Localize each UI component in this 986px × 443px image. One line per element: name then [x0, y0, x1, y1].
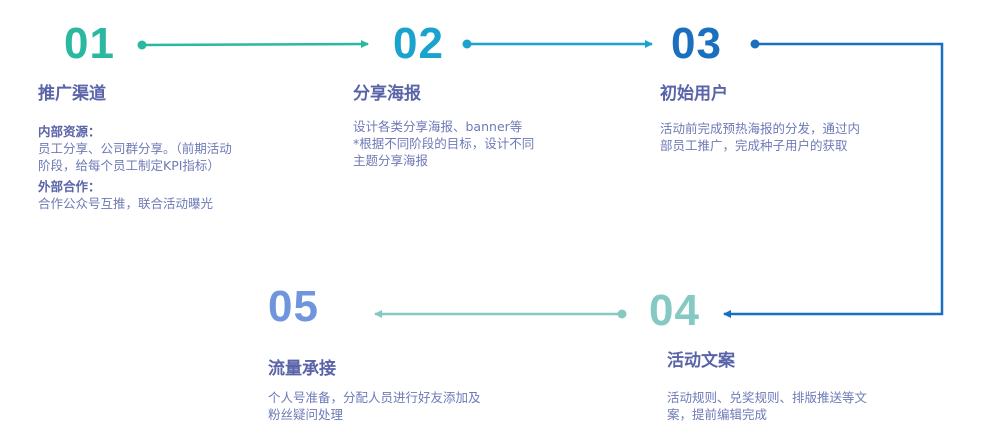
step-01-line-2: 阶段，给每个员工制定KPI指标）: [38, 158, 220, 173]
step-01-description: 内部资源： 员工分享、公司群分享。（前期活动 阶段，给每个员工制定KPI指标） …: [38, 123, 298, 212]
step-05-line-1: 个人号准备，分配人员进行好友添加及: [268, 390, 481, 405]
step-02-number: 02: [393, 19, 444, 68]
step-03-line-2: 部员工推广，完成种子用户的获取: [660, 138, 848, 153]
step-01-subheading-internal: 内部资源：: [38, 124, 101, 139]
step-02-title: 分享海报: [353, 84, 421, 104]
step-01-number: 01: [64, 19, 115, 68]
step-01-line-3: 合作公众号互推，联合活动曝光: [38, 196, 214, 211]
step-02-line-3: 主题分享海报: [353, 153, 429, 168]
step-01-line-1: 员工分享、公司群分享。（前期活动: [38, 141, 232, 156]
step-03-number: 03: [671, 19, 722, 68]
step-01-subheading-external: 外部合作：: [38, 179, 101, 194]
step-03-description: 活动前完成预热海报的分发，通过内 部员工推广，完成种子用户的获取: [660, 120, 910, 154]
step-03-title: 初始用户: [660, 84, 728, 104]
step-04-number: 04: [649, 286, 700, 335]
step-01-title: 推广渠道: [38, 84, 106, 104]
arrow-04-to-05: [374, 309, 627, 319]
step-04-title: 活动文案: [667, 351, 735, 371]
arrow-01-to-02: [137, 40, 369, 50]
step-02-line-1: 设计各类分享海报、banner等: [353, 119, 523, 134]
step-04-description: 活动规则、兑奖规则、排版推送等文 案，提前编辑完成: [667, 389, 927, 423]
arrow-03-to-04: [723, 39, 944, 318]
step-04-line-2: 案，提前编辑完成: [667, 407, 768, 422]
step-05-title: 流量承接: [268, 359, 336, 379]
arrow-02-to-03: [462, 39, 653, 49]
step-05-description: 个人号准备，分配人员进行好友添加及 粉丝疑问处理: [268, 389, 538, 423]
step-04-line-1: 活动规则、兑奖规则、排版推送等文: [667, 390, 868, 405]
step-05-line-2: 粉丝疑问处理: [268, 407, 344, 422]
step-02-description: 设计各类分享海报、banner等 *根据不同阶段的目标，设计不同 主题分享海报: [353, 118, 593, 169]
step-03-line-1: 活动前完成预热海报的分发，通过内: [660, 121, 861, 136]
step-05-number: 05: [268, 282, 319, 331]
step-02-line-2: *根据不同阶段的目标，设计不同: [353, 136, 535, 151]
